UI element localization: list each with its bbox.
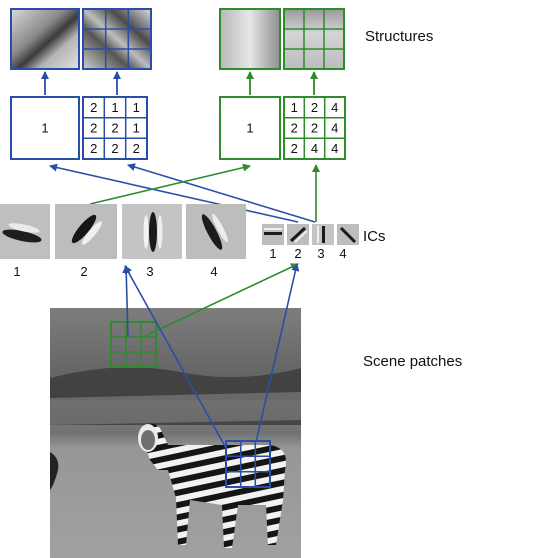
structure-arrows <box>45 72 314 95</box>
blue-grid-cell: 2 <box>111 141 118 156</box>
blue-single-value: 1 <box>41 121 48 136</box>
green-grid-cell: 1 <box>291 100 298 115</box>
structures-label: Structures <box>365 28 433 45</box>
blue-structure-image-2 <box>83 9 151 69</box>
green-grid-values: 1 2 4 2 2 4 2 4 4 <box>291 100 339 156</box>
large-ic-3 <box>122 204 182 259</box>
large-ic-2 <box>55 204 117 259</box>
green-structure-image-2 <box>284 9 344 69</box>
blue-grid-cell: 2 <box>90 121 97 136</box>
scene-patches-label: Scene patches <box>363 353 462 370</box>
green-grid-cell: 2 <box>311 100 318 115</box>
blue-grid-cell: 2 <box>111 121 118 136</box>
large-ic-number: 1 <box>13 264 20 279</box>
scene-photo <box>50 308 301 558</box>
green-single-value: 1 <box>246 121 253 136</box>
blue-grid-cell: 1 <box>133 121 140 136</box>
blue-structure-image-1 <box>11 9 79 69</box>
green-structure-images <box>220 9 344 69</box>
green-grid-cell: 2 <box>291 121 298 136</box>
small-ic-filters: 1 2 3 4 <box>262 224 359 261</box>
blue-grid-cell: 2 <box>90 141 97 156</box>
small-ic-1 <box>262 224 284 245</box>
small-ic-4 <box>337 224 359 245</box>
small-ic-number: 2 <box>294 246 301 261</box>
large-ic-number: 2 <box>80 264 87 279</box>
green-number-boxes: 1 1 2 4 2 2 4 2 4 4 <box>220 97 345 159</box>
small-ic-2 <box>287 224 309 245</box>
green-grid-cell: 4 <box>331 141 338 156</box>
large-ic-1 <box>0 204 50 259</box>
blue-grid-cell: 2 <box>133 141 140 156</box>
small-ic-number: 1 <box>269 246 276 261</box>
blue-grid-cell: 1 <box>133 100 140 115</box>
blue-grid-cell: 2 <box>90 100 97 115</box>
large-ic-number: 4 <box>210 264 217 279</box>
green-grid-cell: 4 <box>311 141 318 156</box>
green-grid-cell: 4 <box>331 121 338 136</box>
small-ic-number: 4 <box>339 246 346 261</box>
green-grid-cell: 4 <box>331 100 338 115</box>
blue-structure-images <box>11 9 151 69</box>
green-grid-cell: 2 <box>311 121 318 136</box>
blue-number-boxes: 1 2 1 1 2 2 1 2 2 2 <box>11 97 147 159</box>
small-ic-number: 3 <box>317 246 324 261</box>
large-ic-4 <box>186 204 246 259</box>
blue-grid-cell: 1 <box>111 100 118 115</box>
green-structure-image-1 <box>220 9 280 69</box>
ics-label: ICs <box>363 228 386 245</box>
small-ic-3 <box>312 224 334 245</box>
large-ic-number: 3 <box>146 264 153 279</box>
large-ic-filters: 1 2 3 4 <box>0 204 246 279</box>
green-grid-cell: 2 <box>291 141 298 156</box>
